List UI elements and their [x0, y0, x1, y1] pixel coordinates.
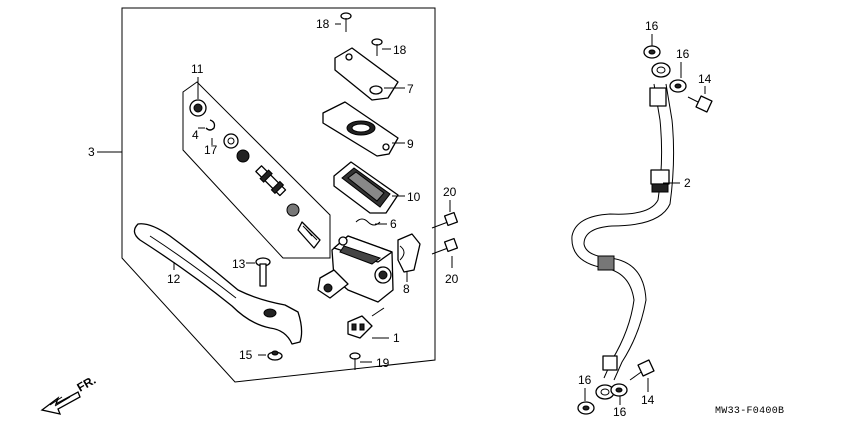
label-part-16-top-b: 16 — [676, 47, 690, 61]
label-part-9: 9 — [407, 137, 414, 151]
label-part-7: 7 — [407, 82, 414, 96]
piston-kit-boundary — [182, 81, 331, 259]
label-part-15: 15 — [239, 348, 253, 362]
label-part-8: 8 — [403, 282, 410, 296]
washer-16-bottom-a — [577, 401, 595, 415]
diaphragm-plate — [322, 101, 399, 157]
label-part-19: 19 — [376, 356, 390, 370]
brake-lever — [133, 223, 303, 345]
washer-16-top-a — [643, 45, 661, 59]
screw-18-top — [340, 12, 352, 32]
label-part-16-top-a: 16 — [645, 19, 659, 33]
label-part-11: 11 — [191, 62, 204, 76]
label-part-18-top: 18 — [316, 17, 330, 31]
washer-16-top-b — [669, 79, 687, 93]
label-part-1: 1 — [393, 331, 400, 345]
label-part-13: 13 — [232, 257, 246, 271]
piston-kit — [189, 99, 321, 249]
pivot-bolt — [255, 257, 271, 287]
label-part-16-bottom-b: 16 — [613, 405, 627, 419]
label-part-12: 12 — [167, 272, 181, 286]
assembly-boundary — [121, 7, 436, 383]
label-part-6: 6 — [390, 217, 397, 231]
label-part-4: 4 — [192, 128, 199, 142]
mirror-holder — [397, 233, 421, 273]
label-part-10: 10 — [407, 190, 421, 204]
diaphragm — [333, 161, 399, 214]
bolt-20-upper — [431, 211, 459, 229]
label-part-3: 3 — [88, 145, 95, 159]
front-direction-arrow — [40, 391, 81, 415]
bolt-20-lower — [431, 237, 459, 255]
label-part-14-bottom: 14 — [641, 393, 655, 407]
nut-15 — [267, 350, 283, 361]
label-part-14-top: 14 — [698, 72, 712, 86]
reservoir-cap — [334, 47, 399, 101]
label-part-20-lower: 20 — [445, 272, 459, 286]
screw-18-side — [371, 38, 383, 56]
label-part-20-upper: 20 — [443, 185, 457, 199]
diagram-code: MW33-F0400B — [715, 406, 784, 417]
label-part-17: 17 — [204, 143, 218, 157]
label-part-18-side: 18 — [393, 43, 407, 57]
oil-bolt-14-top — [687, 95, 713, 113]
washer-16-bottom-b — [610, 383, 628, 397]
label-part-16-bottom-a: 16 — [578, 373, 592, 387]
screw-19 — [349, 352, 361, 370]
label-part-2: 2 — [684, 176, 691, 190]
master-cylinder-body — [317, 235, 394, 303]
stop-switch — [347, 307, 385, 339]
oil-bolt-14-bottom — [629, 359, 655, 381]
brake-hose — [571, 62, 675, 400]
